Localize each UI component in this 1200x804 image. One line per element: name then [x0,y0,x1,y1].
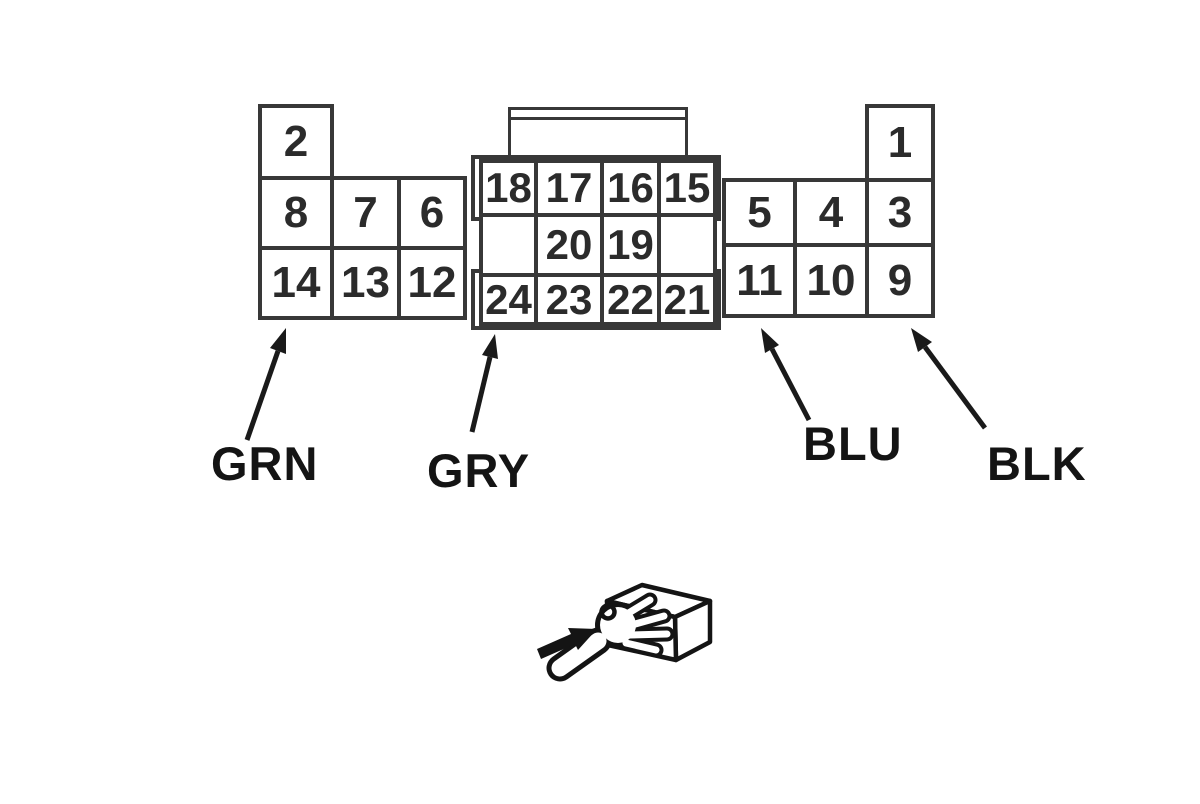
pin-cell-7: 7 [330,176,401,250]
pin-cell-3: 3 [865,178,935,247]
grn-arrow [244,328,286,441]
blu-arrow [761,328,812,422]
label-blu: BLU [803,417,903,470]
gry-arrow [469,334,498,433]
pin-cell-12: 12 [397,246,467,320]
pin-cell-8: 8 [258,176,334,250]
pin-cell-13: 13 [330,246,401,320]
pin-cell-21: 21 [657,273,717,326]
pin-cell-11: 11 [722,243,797,318]
pin-cell-10: 10 [793,243,869,318]
pointing-arrow [537,628,597,659]
thumb-curl [599,603,617,621]
pin-cell-16: 16 [600,159,661,217]
pin-cell-19: 19 [600,213,661,277]
pin-cell-9: 9 [865,243,935,318]
center-connector-latch-tab [508,107,688,159]
pin-cell-14: 14 [258,246,334,320]
pin-cell-22: 22 [600,273,661,326]
pin-cell-2: 2 [258,104,334,180]
blank-cell-right [657,213,717,277]
label-blk: BLK [987,437,1087,490]
hand-connector-icon [537,582,713,682]
label-gry: GRY [427,444,531,497]
pin-cell-17: 17 [534,159,604,217]
pin-cell-23: 23 [534,273,604,326]
pin-cell-18: 18 [479,159,538,217]
pin-cell-6: 6 [397,176,467,250]
pin-cell-20: 20 [534,213,604,277]
latch-tab-inner-line [511,117,685,120]
label-grn: GRN [211,437,319,490]
blank-cell-left [479,213,538,277]
pin-cell-1: 1 [865,104,935,182]
pin-cell-24: 24 [479,273,538,326]
pin-cell-5: 5 [722,178,797,247]
pin-cell-4: 4 [793,178,869,247]
pin-cell-15: 15 [657,159,717,217]
blk-arrow [911,328,988,430]
